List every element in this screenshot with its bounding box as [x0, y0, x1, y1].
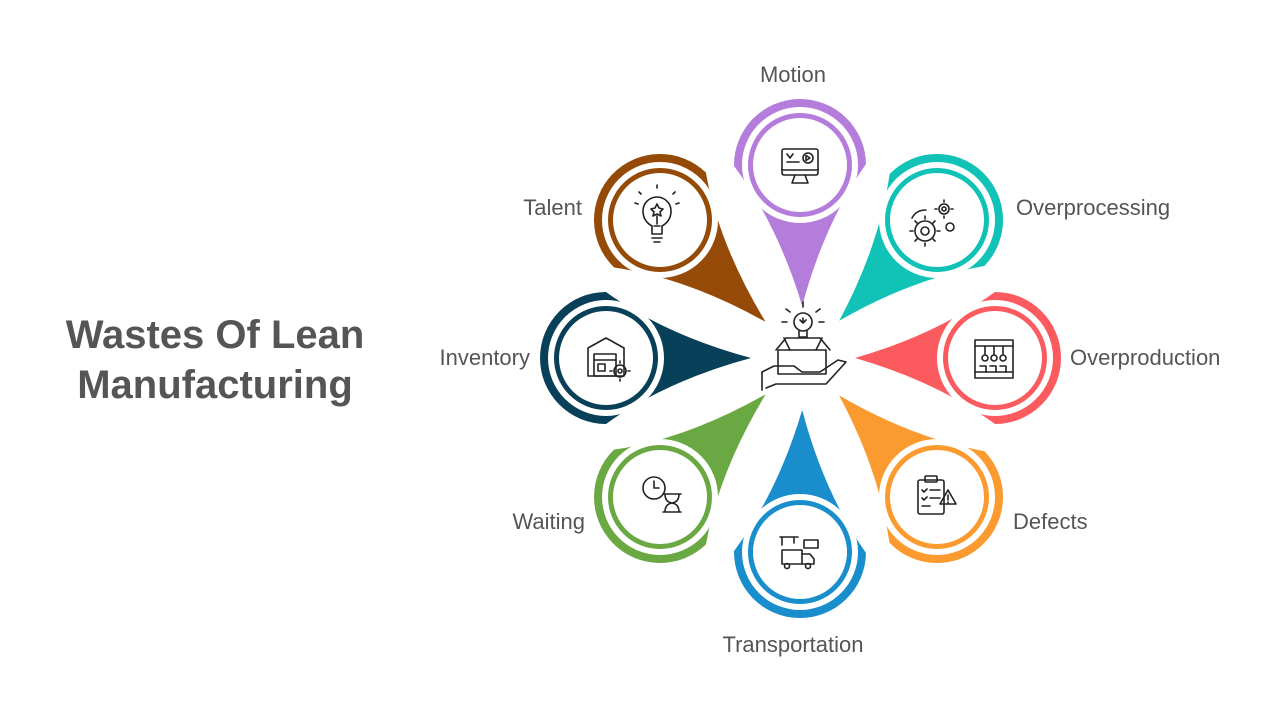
truck-crane-icon: [779, 536, 819, 570]
label-waiting: Waiting: [512, 509, 585, 534]
hand-box-lightbulb-icon: [761, 301, 847, 391]
assembly-line-icon: [974, 339, 1014, 379]
lightbulb-star-icon: [634, 184, 680, 243]
slide-title-line-2: Manufacturing: [77, 363, 353, 407]
pin-inner-defects: [890, 450, 984, 544]
pin-overprocessing: [839, 153, 1004, 321]
clipboard-warning-icon: [917, 475, 957, 515]
pin-inner-motion: [753, 118, 847, 212]
monitor-play-icon: [781, 148, 819, 184]
pin-inner-overproduction: [948, 311, 1042, 405]
warehouse-gear-icon: [587, 337, 631, 382]
pin-motion: [734, 99, 866, 307]
gears-icon: [909, 199, 955, 247]
pin-inner-inventory: [559, 311, 653, 405]
pin-inner-talent: [613, 173, 707, 267]
label-inventory: Inventory: [440, 345, 531, 370]
label-talent: Talent: [523, 195, 582, 220]
slide-title-line-1: Wastes Of Lean: [65, 313, 365, 357]
label-overprocessing: Overprocessing: [1016, 195, 1170, 220]
label-overproduction: Overproduction: [1070, 345, 1220, 370]
pin-inner-overprocessing: [890, 173, 984, 267]
pin-talent: [593, 153, 766, 322]
label-defects: Defects: [1013, 509, 1088, 534]
pin-inner-transportation: [753, 505, 847, 599]
pin-inventory: [540, 292, 751, 424]
label-transportation: Transportation: [722, 632, 863, 657]
pin-waiting: [594, 394, 766, 563]
clock-hourglass-icon: [642, 476, 682, 513]
pin-overproduction: [855, 292, 1061, 424]
label-motion: Motion: [760, 62, 826, 87]
slide-title: Wastes Of Lean Manufacturing: [40, 310, 390, 410]
pin-transportation: [733, 409, 866, 619]
